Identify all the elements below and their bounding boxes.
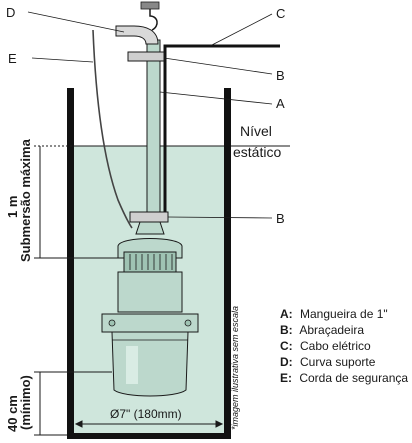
max-submersion-label: Submersão máxima [18,138,33,262]
scale-disclaimer: *imagem ilustrativa sem escala [230,306,240,430]
pump-neck [135,221,165,235]
pump-motor-highlight [126,346,138,384]
flange-bolt [184,319,192,327]
legend-text: Curva suporte [300,355,376,369]
hook-mount [140,1,160,10]
well-right-wall [224,88,231,439]
legend-key: B: [280,323,293,337]
callout-c: C [276,6,285,21]
legend-text: Abraçadeira [299,323,364,337]
min-depth-dimension [34,371,112,436]
static-level-line2: estático [233,144,281,160]
legend-item-b: B: Abraçadeira [280,323,364,337]
legend-text: Corda de segurança [299,371,408,385]
legend-text: Cabo elétrico [300,339,371,353]
legend-key: A: [280,307,293,321]
legend-text: Mangueira de 1" [300,307,388,321]
hose [146,39,161,227]
callout-e: E [8,51,17,66]
max-submersion-dimension [34,145,118,259]
callout-a: A [276,96,285,111]
pump-lower-clamp [129,211,169,223]
safety-rope [92,29,133,229]
min-depth-label: (mínimo) [18,375,33,430]
pump-intake-grid [123,251,177,273]
diameter-dimension [74,420,224,428]
pump-motor-body [111,331,189,397]
pump-intake-slots [129,254,173,270]
callout-d: D [6,5,15,20]
max-submersion-value: 1 m [5,196,20,218]
static-level-line1: Nível [240,123,272,139]
electrical-cable [163,44,280,222]
support-curve [115,25,159,45]
legend-key: C: [280,339,293,353]
well-bottom [67,433,231,439]
min-depth-value: 40 cm [5,395,20,432]
legend: A: Mangueira de 1" B: Abraçadeira C: Cab… [280,307,408,385]
pump-upper-body [117,271,183,313]
callout-b-lower: B [276,211,285,226]
legend-key: E: [280,371,292,385]
hook [149,9,158,31]
legend-item-a: A: Mangueira de 1" [280,307,388,321]
flange-bolt [108,319,116,327]
pump-flange [101,313,199,333]
diameter-label: Ø7" (180mm) [110,407,182,421]
legend-item-d: D: Curva suporte [280,355,376,369]
legend-item-e: E: Corda de segurança [280,371,408,385]
legend-key: D: [280,355,293,369]
legend-item-c: C: Cabo elétrico [280,339,371,353]
callout-leaders [27,11,273,219]
callout-b-upper: B [276,68,285,83]
well-left-wall [67,88,74,439]
support-bracket [127,51,165,62]
